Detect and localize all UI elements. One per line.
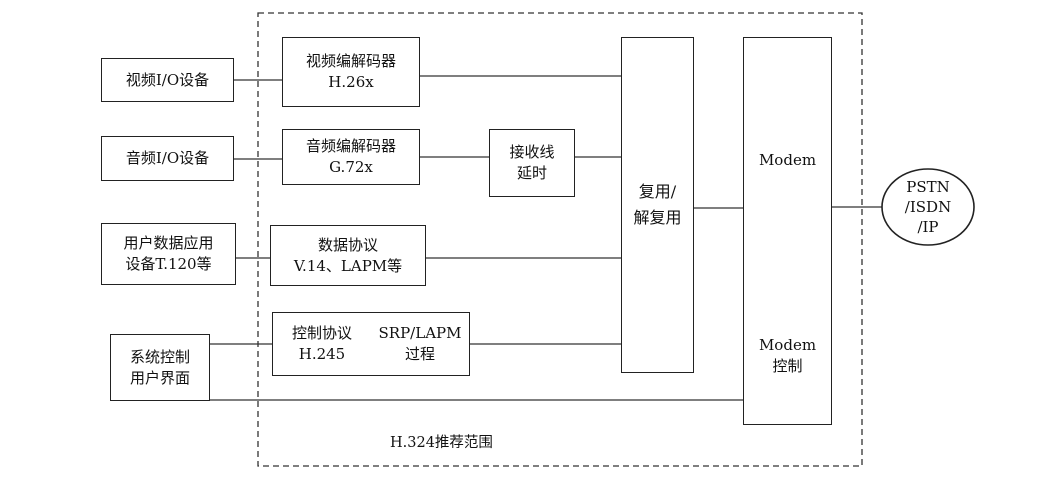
sys-control-line-2: 用户界面 <box>129 368 190 387</box>
srp-lapm-name: SRP/LAPM <box>378 324 462 342</box>
receive-path-delay: 接收线 延时 <box>489 129 575 197</box>
mux-line-1: 复用/ <box>638 182 677 201</box>
mux-line-2: 解复用 <box>633 208 682 227</box>
h324-scope-boundary <box>257 12 863 467</box>
control-protocol-group <box>272 312 470 376</box>
modem-control-line-2: 控制 <box>772 357 803 375</box>
system-control-ui: 系统控制 用户界面 <box>110 334 210 401</box>
network-line-1: PSTN <box>906 178 950 196</box>
mux-demux: 复用/ 解复用 <box>621 37 694 373</box>
receive-delay-line-2: 延时 <box>516 164 547 182</box>
data-protocol: 数据协议 V.14、LAPM等 <box>270 225 426 286</box>
data-protocol-name: 数据协议 <box>317 235 378 254</box>
modem-label: Modem <box>758 150 817 169</box>
data-protocol-standard: V.14、LAPM等 <box>293 256 403 275</box>
audio-codec: 音频编解码器 G.72x <box>282 129 420 185</box>
network-label: PSTN /ISDN /IP <box>884 172 972 242</box>
control-protocol-name: 控制协议 <box>291 324 352 342</box>
video-codec-standard: H.26x <box>328 73 374 91</box>
audio-codec-standard: G.72x <box>329 158 373 176</box>
network-line-2: /ISDN <box>904 198 952 216</box>
modem-control-line-1: Modem <box>758 336 817 354</box>
video-io-device-label: 视频I/O设备 <box>125 70 210 89</box>
srp-lapm-suffix: 过程 <box>404 345 435 363</box>
modem: Modem <box>743 140 832 180</box>
sys-control-line-1: 系统控制 <box>129 347 190 366</box>
srp-lapm-procedure: SRP/LAPM 过程 <box>371 313 469 375</box>
control-protocol-standard: H.245 <box>298 345 346 363</box>
scope-caption: H.324推荐范围 <box>390 435 493 451</box>
network-node <box>881 168 975 246</box>
data-application-device: 用户数据应用 设备T.120等 <box>101 223 236 285</box>
data-app-line-1: 用户数据应用 <box>123 234 214 252</box>
video-io-device: 视频I/O设备 <box>101 58 234 102</box>
receive-delay-line-1: 接收线 <box>509 143 555 161</box>
network-line-3: /IP <box>917 218 939 236</box>
audio-io-device-label: 音频I/O设备 <box>125 149 210 167</box>
audio-codec-name: 音频编解码器 <box>305 137 396 155</box>
data-app-line-2: 设备T.120等 <box>125 255 212 273</box>
modem-control: Modem 控制 <box>743 328 832 384</box>
video-codec-name: 视频编解码器 <box>305 52 396 70</box>
video-codec: 视频编解码器 H.26x <box>282 37 420 107</box>
audio-io-device: 音频I/O设备 <box>101 136 234 181</box>
modem-block <box>743 37 832 425</box>
control-protocol: 控制协议 H.245 <box>273 313 371 375</box>
